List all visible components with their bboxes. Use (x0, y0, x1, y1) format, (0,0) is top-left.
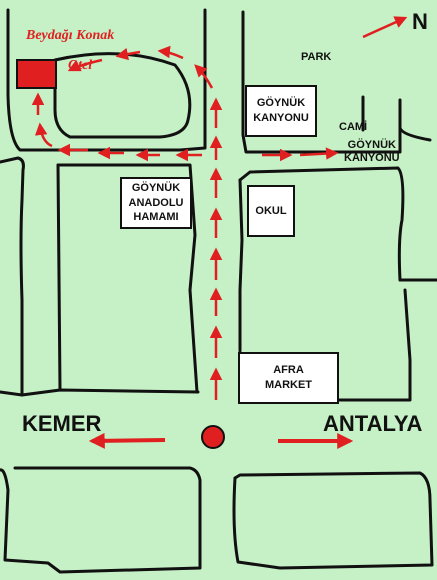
road-edge (0, 388, 200, 397)
hotel-marker (16, 59, 57, 89)
road-edge (241, 10, 402, 154)
road-edge (238, 166, 437, 282)
hamam-box: GÖYNÜK ANADOLU HAMAMI (120, 177, 192, 229)
road-edge (398, 126, 432, 142)
route-arrow (194, 64, 214, 89)
goynuk-kanyonu-box: GÖYNÜK KANYONU (245, 85, 317, 137)
road-edge (6, 8, 207, 152)
route-arrow (299, 147, 339, 160)
route-arrow (34, 122, 53, 148)
antalya-label: ANTALYA (323, 411, 423, 436)
route-arrows (31, 16, 408, 400)
hotel-name: Beydağı Konak (26, 28, 115, 43)
road-edge (0, 156, 25, 397)
north-arrow (362, 16, 408, 39)
cami-label: CAMİ (339, 121, 368, 133)
route-arrow (157, 45, 184, 60)
road-outlines (0, 8, 437, 574)
hotel-subtitle: Otel (68, 58, 93, 73)
road-edge (56, 163, 199, 394)
goynuk-kanyonu-direction-label: GÖYNÜK KANYONU (344, 139, 400, 164)
park-label: PARK (301, 51, 332, 63)
road-edge (232, 471, 434, 570)
start-point (201, 425, 225, 449)
road-edge (336, 288, 412, 402)
market-box: AFRA MARKET (238, 352, 339, 404)
route-arrow (67, 58, 103, 72)
direction-arrows (88, 432, 354, 449)
kemer-label: KEMER (22, 411, 102, 436)
road-edge (0, 466, 202, 574)
west-arrow (88, 432, 166, 449)
road-edge (238, 178, 244, 352)
north-label: N (412, 9, 428, 34)
route-arrow (115, 47, 141, 61)
road-edge (56, 163, 62, 392)
okul-box: OKUL (247, 185, 295, 237)
